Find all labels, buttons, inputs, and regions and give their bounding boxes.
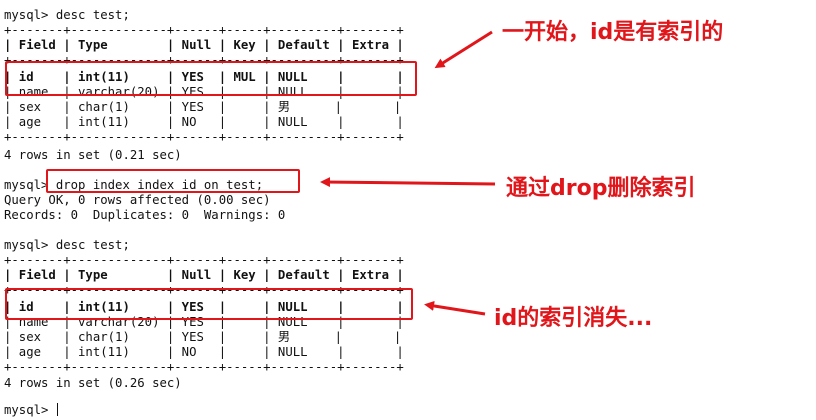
terminal-line: mysql> desc test; — [4, 8, 130, 22]
table-border: +-------+-------------+------+-----+----… — [4, 53, 404, 67]
annotation-drop-index: 通过drop删除索引 — [506, 176, 696, 201]
highlight-box-id-row-before — [5, 61, 417, 96]
table-row-id: | id | int(11) | YES | | NULL | | — [4, 300, 404, 314]
table-border: +-------+-------------+------+-----+----… — [4, 130, 404, 144]
table-header: | Field | Type | Null | Key | Default | … — [4, 38, 404, 52]
terminal-prompt[interactable]: mysql> — [4, 403, 58, 418]
table-row: | sex | char(1) | YES | | 男 | | — [4, 100, 402, 114]
prompt-text: mysql> — [4, 403, 56, 417]
query-ok-line: Query OK, 0 rows affected (0.00 sec) — [4, 193, 271, 207]
annotation-index-gone: id的索引消失... — [494, 306, 653, 331]
records-line: Records: 0 Duplicates: 0 Warnings: 0 — [4, 208, 286, 222]
arrow-3-icon — [424, 300, 486, 316]
table-row: | sex | char(1) | YES | | 男 | | — [4, 330, 402, 344]
annotation-initial-index: 一开始，id是有索引的 — [502, 20, 724, 45]
arrow-1-icon — [434, 30, 493, 69]
table-border: +-------+-------------+------+-----+----… — [4, 253, 404, 267]
text-cursor — [56, 403, 58, 416]
table-header: | Field | Type | Null | Key | Default | … — [4, 268, 404, 282]
arrow-2-icon — [320, 177, 496, 188]
terminal-line-drop-command: mysql> drop index index_id on test; — [4, 178, 264, 192]
table-border: +-------+-------------+------+-----+----… — [4, 360, 404, 374]
table-border: +-------+-------------+------+-----+----… — [4, 283, 404, 297]
highlight-box-id-row-after — [5, 288, 413, 320]
table-row: | age | int(11) | NO | | NULL | | — [4, 115, 404, 129]
terminal-window[interactable]: mysql> desc test; +-------+-------------… — [4, 4, 434, 418]
highlight-box-drop-command — [46, 169, 300, 193]
result-summary: 4 rows in set (0.26 sec) — [4, 376, 182, 390]
terminal-line: mysql> desc test; — [4, 238, 130, 252]
result-summary: 4 rows in set (0.21 sec) — [4, 148, 182, 162]
table-row-id: | id | int(11) | YES | MUL | NULL | | — [4, 70, 404, 84]
table-border: +-------+-------------+------+-----+----… — [4, 23, 404, 37]
table-row: | age | int(11) | NO | | NULL | | — [4, 345, 404, 359]
